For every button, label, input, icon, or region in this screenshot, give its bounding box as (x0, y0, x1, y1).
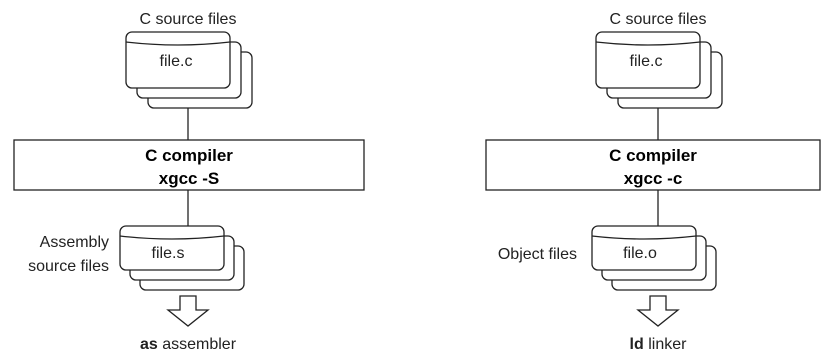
right-compiler-command: xgcc -c (624, 169, 683, 188)
left-assembly-file-stack-icon (119, 225, 245, 291)
left-down-arrow-icon (166, 295, 210, 327)
left-source-file-stack-icon (125, 31, 253, 109)
left-side-label-line1: Assembly (40, 234, 109, 251)
right-bottom-file-label: file.o (623, 245, 657, 262)
right-top-file-label: file.c (630, 53, 663, 70)
left-result-tool: as (140, 336, 158, 353)
left-result-kind: assembler (158, 336, 237, 353)
left-flow: C source files file.c C compiler xgcc -S… (13, 11, 365, 353)
left-result-label: as assembler (140, 336, 237, 353)
right-flow: C source files file.c C compiler xgcc -c… (485, 11, 821, 353)
right-result-label: ld linker (630, 336, 688, 353)
right-result-tool: ld (630, 336, 644, 353)
right-top-label: C source files (610, 11, 707, 28)
right-object-file-stack-icon (591, 225, 717, 291)
left-compiler-command: xgcc -S (159, 169, 219, 188)
right-result-kind: linker (644, 336, 687, 353)
left-top-label: C source files (140, 11, 237, 28)
right-down-arrow-icon (636, 295, 680, 327)
right-source-file-stack-icon (595, 31, 723, 109)
right-side-label: Object files (498, 246, 577, 263)
right-compiler-box (485, 139, 821, 191)
left-side-label-line2: source files (28, 258, 109, 275)
left-top-file-label: file.c (160, 53, 193, 70)
left-bottom-file-label: file.s (152, 245, 185, 262)
right-compiler-title: C compiler (609, 146, 697, 165)
left-compiler-title: C compiler (145, 146, 233, 165)
left-compiler-box (13, 139, 365, 191)
